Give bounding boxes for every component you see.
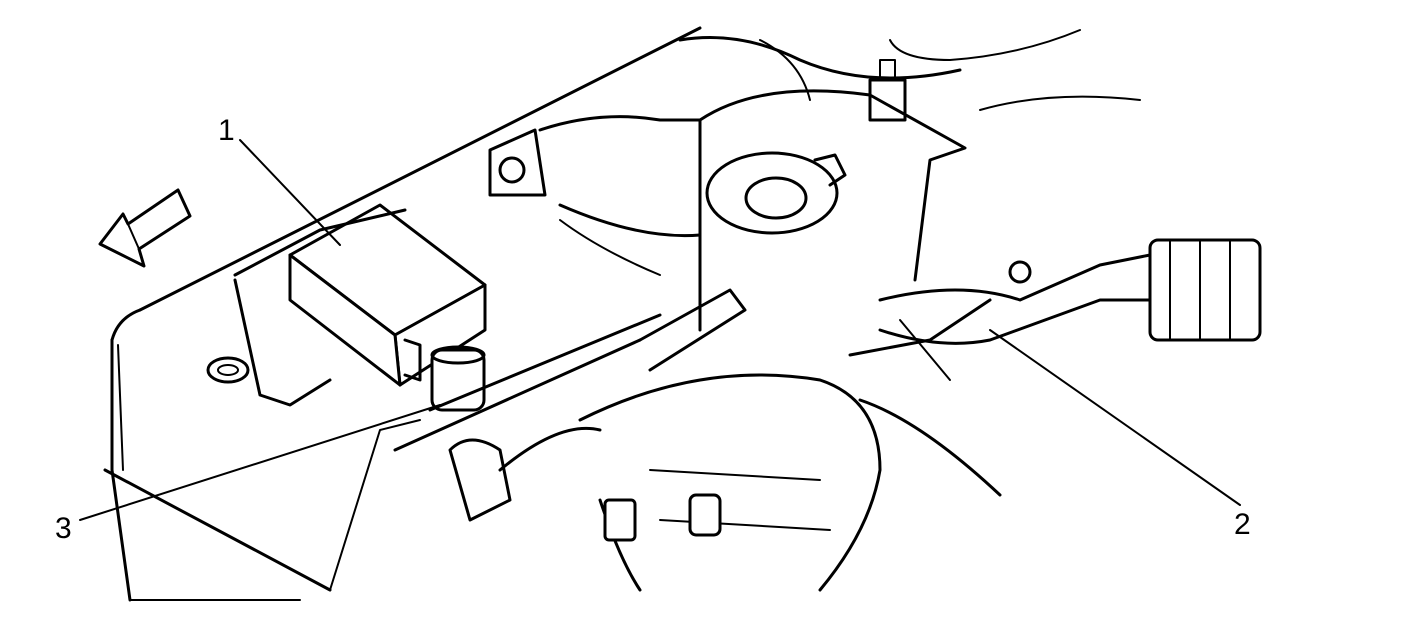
leader-line-3: [79, 404, 441, 521]
fender-outline: [103, 26, 1141, 602]
callout-leaders: [79, 139, 1241, 521]
lower-hoses: [329, 288, 882, 592]
leader-line-2: [989, 329, 1241, 506]
strut-tower: [698, 59, 967, 282]
callout-label-1: 1: [218, 114, 235, 147]
module-connector: [430, 345, 486, 412]
callout-label-2: 2: [1234, 508, 1251, 541]
control-module: [233, 203, 487, 407]
leader-line-1: [239, 139, 341, 246]
coolant-reservoir: [488, 115, 702, 332]
mounting-bolt: [206, 356, 250, 384]
arrow-forward-icon: [98, 188, 192, 268]
wiring-harness: [848, 238, 1262, 497]
callout-label-3: 3: [55, 512, 72, 545]
